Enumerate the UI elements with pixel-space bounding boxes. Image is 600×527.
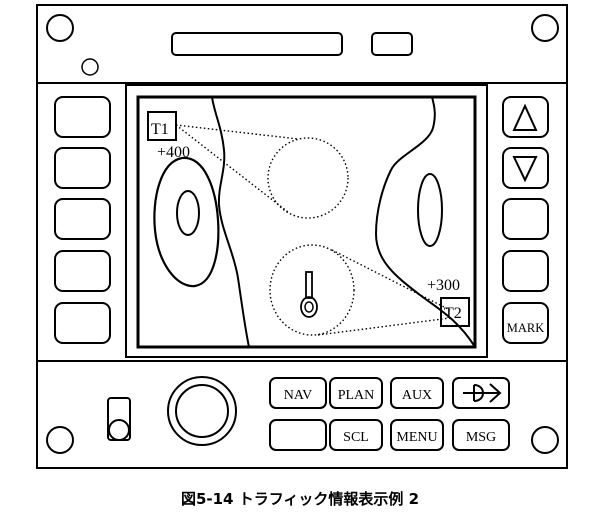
triangle-up-icon (512, 103, 538, 131)
indicator-light (81, 58, 99, 76)
up-arrow-button[interactable] (502, 96, 549, 138)
t1-projection-line-a (175, 124, 299, 140)
traffic-t2-box[interactable] (440, 297, 470, 327)
range-ring-upper (267, 137, 349, 219)
msg-button[interactable]: MSG (452, 419, 510, 451)
screw-top-right (531, 14, 559, 42)
direct-to-icon (463, 383, 502, 403)
terrain-contour-right (417, 173, 443, 247)
coastline-right (374, 96, 476, 348)
t2-projection-line-b (317, 317, 451, 336)
top-slot-small (371, 32, 413, 56)
t1-projection-line-b (175, 124, 289, 213)
right-softkey-3[interactable] (502, 198, 549, 240)
terrain-contour-left-outer (153, 156, 220, 288)
terrain-contour-left-inner (176, 190, 200, 236)
triangle-down-icon (512, 156, 538, 183)
left-softkey-2[interactable] (54, 147, 111, 189)
display-unit-diagram: MARK T1 +400 +300 T2 (36, 4, 568, 469)
display-screen-frame (125, 84, 488, 358)
rotary-knob[interactable] (167, 376, 237, 446)
msg-button-label: MSG (466, 430, 496, 445)
scl-button[interactable]: SCL (329, 419, 383, 451)
left-softkey-5[interactable] (54, 302, 111, 344)
range-ring-lower (269, 244, 355, 336)
map-view (147, 96, 476, 348)
traffic-t2-altitude: +300 (427, 277, 460, 294)
left-softkey-4[interactable] (54, 250, 111, 292)
own-ship-icon (300, 271, 318, 318)
traffic-labels: T1 +400 +300 T2 (151, 121, 462, 322)
outer-bezel (36, 4, 568, 469)
traffic-t1-altitude: +400 (157, 144, 190, 161)
right-softkey-4[interactable] (502, 250, 549, 292)
top-slot-large (171, 32, 343, 56)
plan-button-label: PLAN (338, 388, 375, 403)
direct-to-button[interactable] (452, 377, 510, 409)
screw-bottom-right (531, 426, 559, 454)
traffic-t1-box[interactable] (147, 111, 177, 141)
figure-caption: 図5-14 トラフィック情報表示例 2 (180, 490, 420, 508)
down-arrow-button[interactable] (502, 147, 549, 189)
scl-button-label: SCL (343, 430, 369, 445)
menu-button[interactable]: MENU (390, 419, 444, 451)
left-softkey-1[interactable] (54, 96, 111, 138)
screw-top-left (46, 14, 74, 42)
left-softkey-3[interactable] (54, 198, 111, 240)
traffic-t2-id: T2 (444, 305, 462, 322)
blank-button[interactable] (269, 419, 327, 451)
plan-button[interactable]: PLAN (329, 377, 383, 409)
aux-button[interactable]: AUX (390, 377, 444, 409)
toggle-switch[interactable] (107, 397, 131, 441)
menu-button-label: MENU (396, 430, 437, 445)
traffic-t1-id: T1 (151, 121, 169, 138)
nav-button-label: NAV (284, 388, 313, 403)
display-screen (136, 95, 477, 349)
aux-button-label: AUX (402, 388, 432, 403)
screw-bottom-left (46, 426, 74, 454)
nav-button[interactable]: NAV (269, 377, 327, 409)
mark-button-label: MARK (507, 321, 545, 335)
coastline-left (211, 96, 250, 348)
mark-button[interactable]: MARK (502, 302, 549, 344)
